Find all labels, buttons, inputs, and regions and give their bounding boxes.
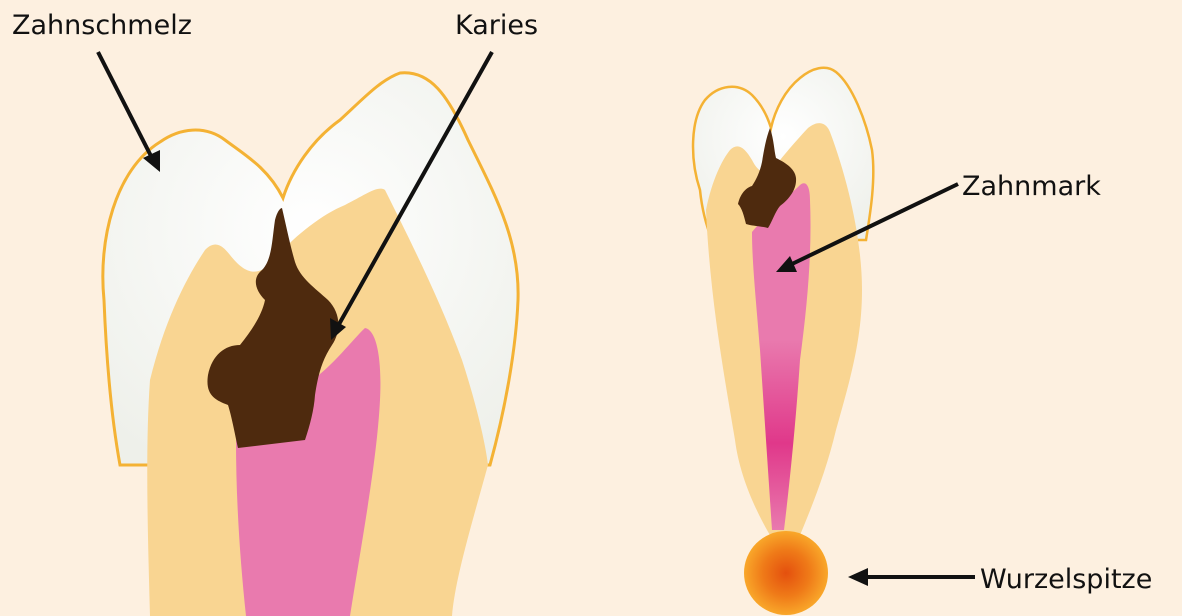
label-enamel: Zahnschmelz <box>12 12 192 39</box>
root-tip-arrowhead <box>848 568 868 586</box>
large-tooth <box>103 73 518 616</box>
label-pulp: Zahnmark <box>962 173 1101 200</box>
root-tip-inflammation <box>744 531 828 615</box>
label-caries: Karies <box>455 12 538 39</box>
small-tooth <box>693 68 873 615</box>
label-root-tip: Wurzelspitze <box>980 566 1152 593</box>
enamel-arrow <box>98 52 152 158</box>
